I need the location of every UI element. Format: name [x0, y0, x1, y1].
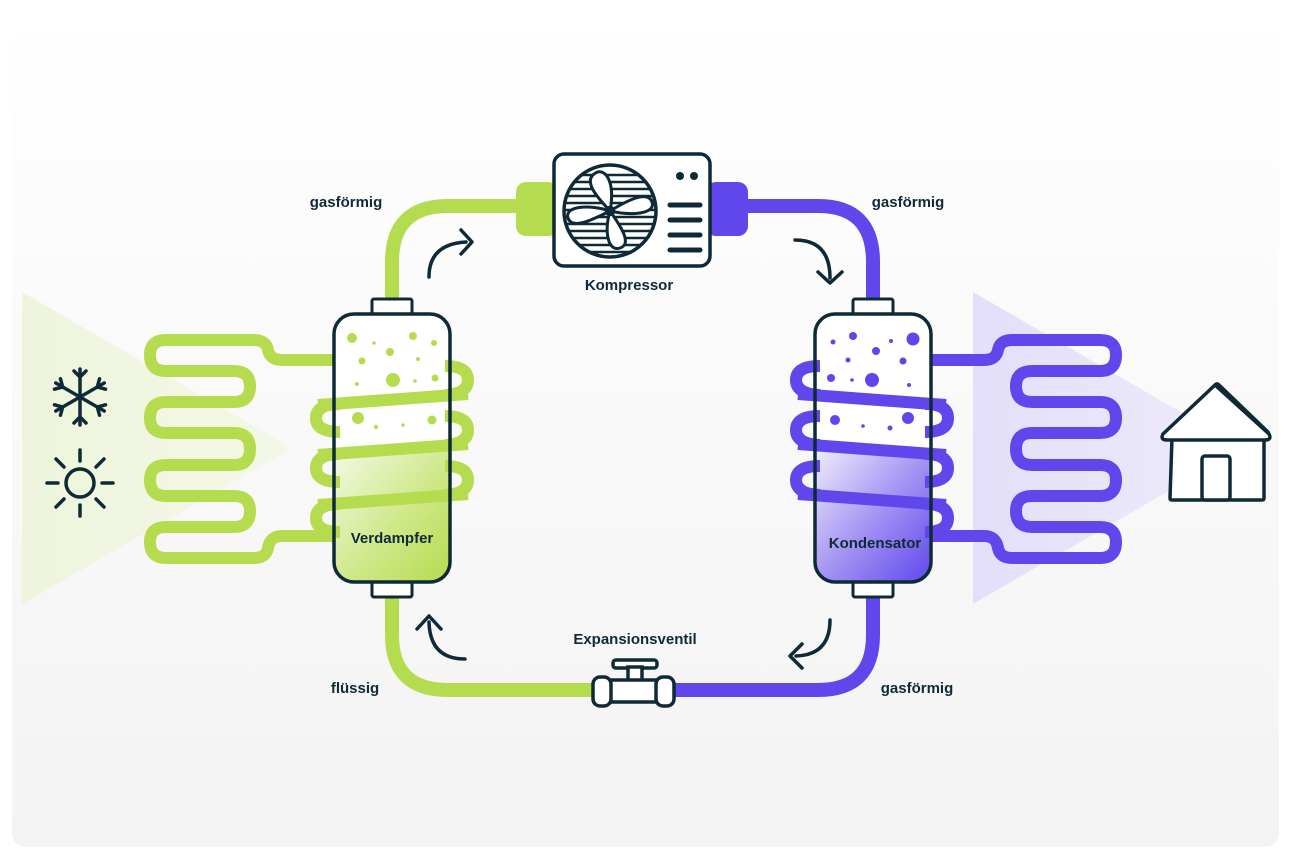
- flow-arrow-down-left-icon: [788, 618, 832, 670]
- state-label-bottom-left: flüssig: [331, 680, 379, 697]
- pipe-valve-to-evaporator: [385, 596, 600, 697]
- compressor-connector-left: [516, 182, 558, 236]
- flow-arrow-down-right-icon: [793, 238, 844, 285]
- state-label-bottom-right: gasförmig: [881, 680, 954, 697]
- snowflake-icon: [51, 367, 109, 427]
- pipe-evaporator-to-compressor: [385, 199, 530, 302]
- compressor-label: Kompressor: [585, 277, 674, 294]
- house-icon: [1160, 382, 1272, 502]
- evaporator: Verdampfer: [309, 297, 475, 599]
- evaporator-label: Verdampfer: [351, 530, 434, 547]
- compressor-connector-right: [706, 182, 748, 236]
- compressor: [552, 152, 712, 268]
- state-label-top-left: gasförmig: [310, 194, 383, 211]
- air-conditioner-fan-icon: [562, 163, 658, 259]
- condenser-tank: [813, 312, 933, 584]
- valve-icon: [591, 658, 676, 708]
- evaporator-tank: [332, 312, 452, 584]
- state-label-top-right: gasförmig: [872, 194, 945, 211]
- pipe-compressor-to-condenser: [735, 199, 880, 302]
- sun-icon: [45, 448, 115, 518]
- flow-arrow-up-right-icon: [427, 228, 474, 279]
- evaporator-outdoor-coil: [144, 334, 340, 564]
- evaporator-bubbles: [347, 332, 439, 430]
- condenser: Kondensator: [789, 297, 955, 599]
- expansion-valve-label: Expansionsventil: [573, 631, 696, 648]
- condenser-indoor-coil: [925, 334, 1122, 564]
- flow-arrow-up-left-icon: [415, 614, 467, 661]
- condenser-label: Kondensator: [829, 535, 922, 552]
- condenser-bubbles: [827, 332, 920, 431]
- pipe-condenser-to-valve: [665, 596, 880, 697]
- cold-source-triangle: [22, 292, 292, 604]
